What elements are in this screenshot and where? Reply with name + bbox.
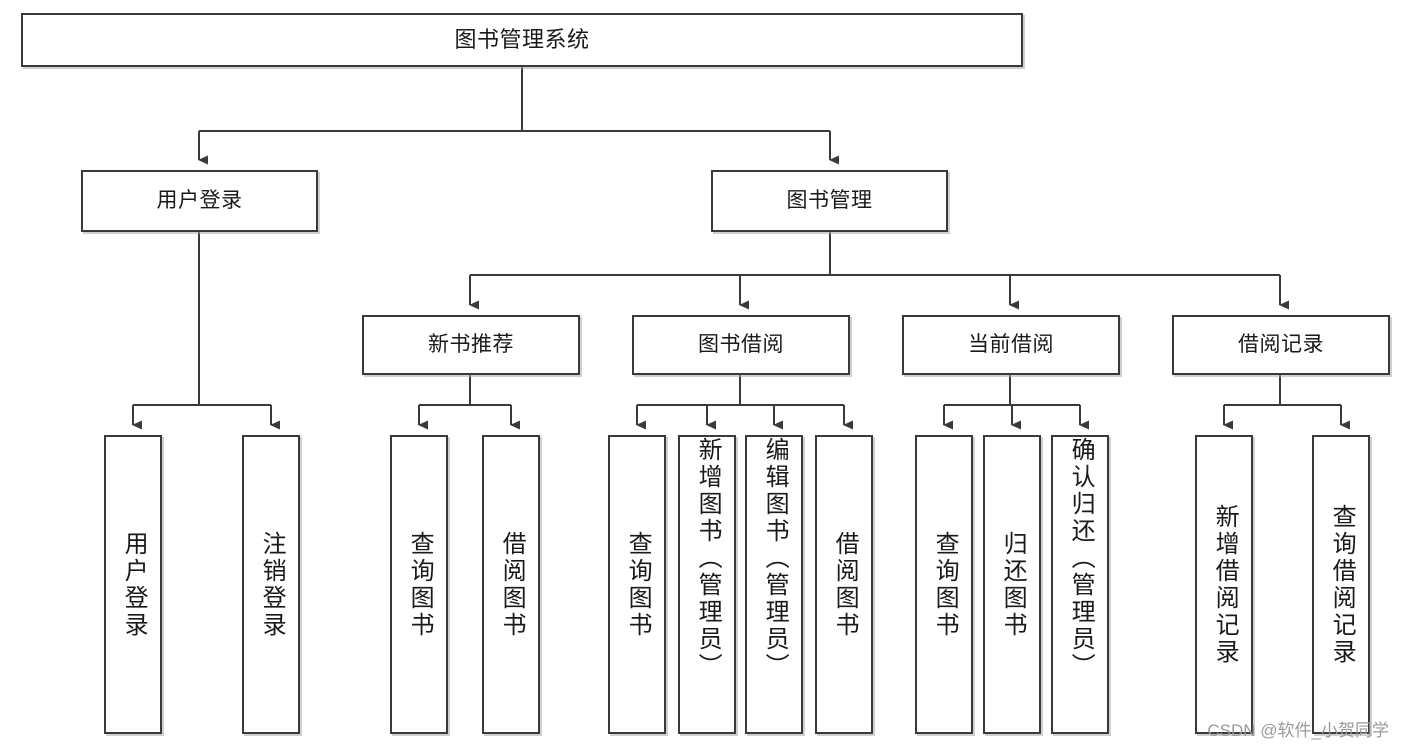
leaf-book-borrow-add-label: 新增图书（管理员）: [694, 437, 722, 680]
leaf-new-book-borrow[interactable]: 借阅图书: [482, 435, 540, 734]
node-user-login-label: 用户登录: [156, 188, 243, 212]
leaf-book-borrow-query[interactable]: 查询图书: [608, 435, 666, 734]
node-borrow-record-label: 借阅记录: [1238, 332, 1324, 356]
leaf-book-borrow-query-label: 查询图书: [624, 530, 652, 639]
node-root[interactable]: 图书管理系统: [21, 13, 1023, 67]
node-book-management-label: 图书管理: [786, 188, 873, 212]
leaf-current-borrow-query[interactable]: 查询图书: [915, 435, 973, 734]
leaf-book-borrow-lend[interactable]: 借阅图书: [815, 435, 873, 734]
leaf-current-borrow-query-label: 查询图书: [931, 530, 959, 639]
leaf-user-login-signin[interactable]: 用户登录: [104, 435, 162, 734]
leaf-borrow-record-add[interactable]: 新增借阅记录: [1195, 435, 1253, 734]
leaf-user-login-signout-label: 注销登录: [258, 530, 286, 639]
leaf-borrow-record-query-label: 查询借阅记录: [1328, 503, 1356, 666]
leaf-current-borrow-confirm[interactable]: 确认归还（管理员）: [1051, 435, 1109, 734]
node-book-borrow-label: 图书借阅: [698, 332, 784, 356]
leaf-current-borrow-return[interactable]: 归还图书: [983, 435, 1041, 734]
node-borrow-record[interactable]: 借阅记录: [1172, 315, 1390, 375]
node-new-book-recommend-label: 新书推荐: [428, 332, 514, 356]
leaf-book-borrow-edit-label: 编辑图书（管理员）: [761, 437, 789, 680]
leaf-new-book-query-label: 查询图书: [406, 530, 434, 639]
leaf-book-borrow-add[interactable]: 新增图书（管理员）: [678, 435, 736, 734]
leaf-current-borrow-return-label: 归还图书: [999, 530, 1027, 639]
leaf-book-borrow-edit[interactable]: 编辑图书（管理员）: [745, 435, 803, 734]
leaf-user-login-signin-label: 用户登录: [120, 530, 148, 639]
leaf-book-borrow-lend-label: 借阅图书: [831, 530, 859, 639]
watermark: CSDN @软件_小贺同学: [1207, 721, 1389, 740]
leaf-new-book-borrow-label: 借阅图书: [498, 530, 526, 639]
leaf-current-borrow-confirm-label: 确认归还（管理员）: [1067, 437, 1095, 680]
node-current-borrow-label: 当前借阅: [968, 332, 1054, 356]
leaf-borrow-record-query[interactable]: 查询借阅记录: [1312, 435, 1370, 734]
node-current-borrow[interactable]: 当前借阅: [902, 315, 1120, 375]
node-root-label: 图书管理系统: [454, 27, 590, 53]
leaf-new-book-query[interactable]: 查询图书: [390, 435, 448, 734]
node-book-borrow[interactable]: 图书借阅: [632, 315, 850, 375]
node-book-management[interactable]: 图书管理: [711, 170, 948, 232]
node-user-login[interactable]: 用户登录: [81, 170, 318, 232]
node-new-book-recommend[interactable]: 新书推荐: [362, 315, 580, 375]
leaf-user-login-signout[interactable]: 注销登录: [242, 435, 300, 734]
leaf-borrow-record-add-label: 新增借阅记录: [1211, 503, 1239, 666]
